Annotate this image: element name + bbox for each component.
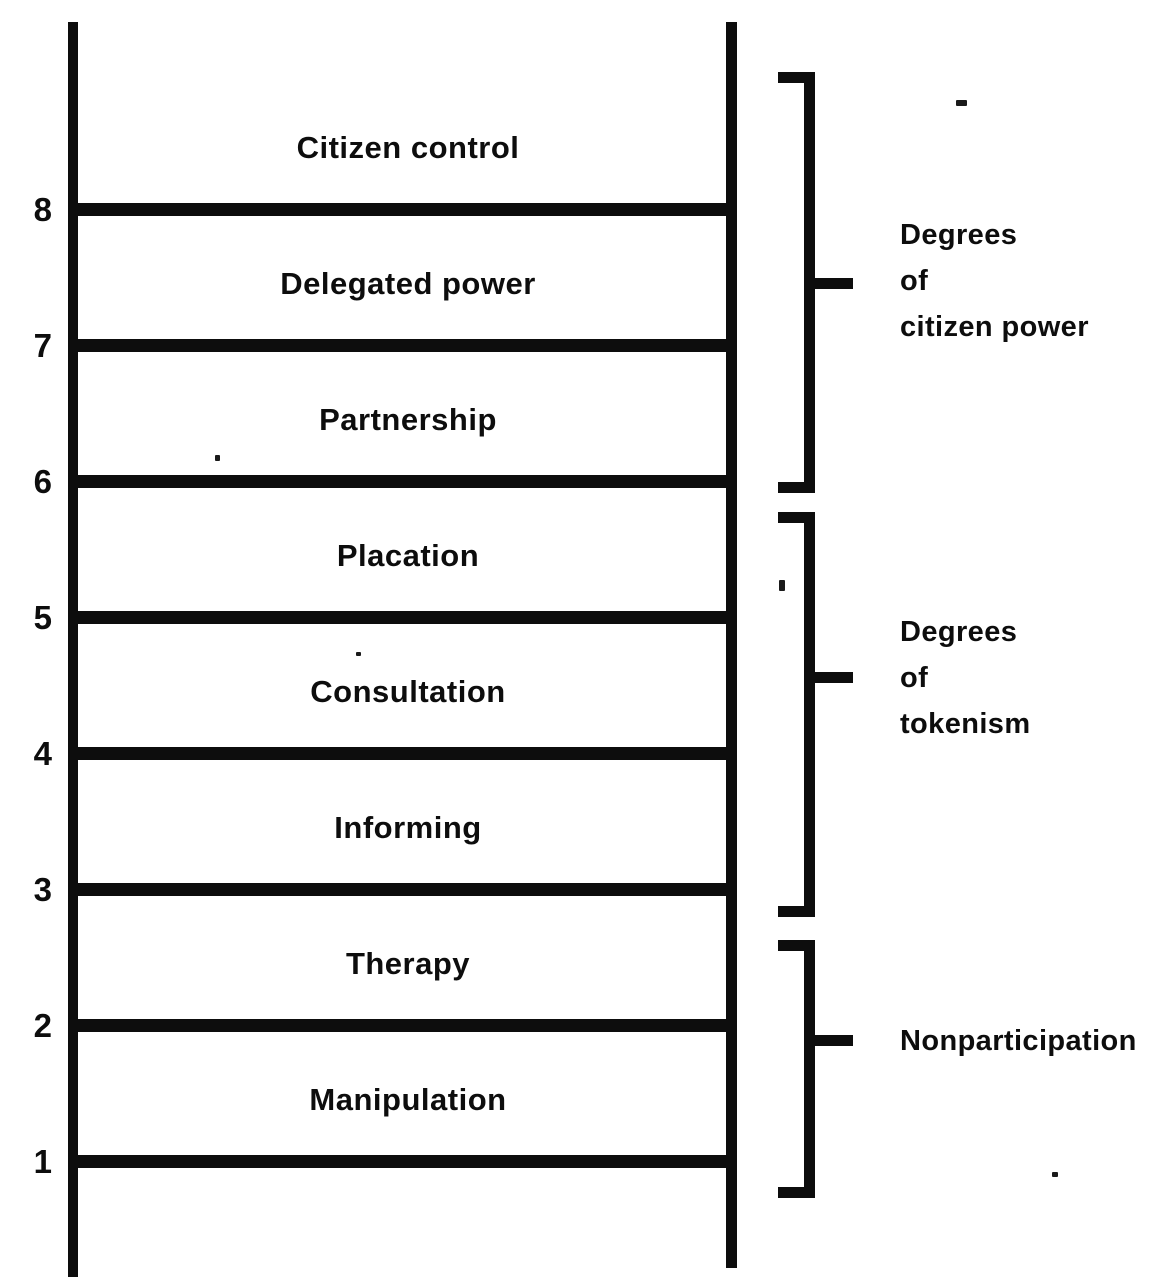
rung-line-2: [68, 1019, 737, 1032]
rung-line-7: [68, 339, 737, 352]
rung-line-5: [68, 611, 737, 624]
bracket-tick: [815, 672, 853, 683]
rung-number-8: 8: [33, 191, 52, 228]
bracket-vertical-bar: [804, 940, 815, 1198]
rung-number-5: 5: [33, 599, 52, 636]
bracket-top-hook: [778, 940, 815, 951]
rung-line-8: [68, 203, 737, 216]
scan-speck: [356, 652, 361, 656]
rung-number-6: 6: [33, 463, 52, 500]
rung-line-6: [68, 475, 737, 488]
bracket-label-citizen-power: Degrees of citizen power: [900, 212, 1160, 350]
bracket-vertical-bar: [804, 72, 815, 493]
scan-speck: [956, 100, 967, 106]
bracket-top-hook: [778, 512, 815, 523]
rung-number-2: 2: [33, 1007, 52, 1044]
bracket-label-line: Nonparticipation: [900, 1025, 1137, 1057]
bracket-vertical-bar: [804, 512, 815, 917]
rung-line-3: [68, 883, 737, 896]
rung-label-partnership: Partnership: [319, 402, 497, 437]
bracket-label-nonparticipation: Nonparticipation: [900, 1018, 1160, 1064]
bracket-bottom-hook: [778, 482, 815, 493]
rung-label-consultation: Consultation: [310, 674, 506, 709]
bracket-label-tokenism: Degrees of tokenism: [900, 609, 1160, 747]
rung-number-7: 7: [33, 327, 52, 364]
bracket-tick: [815, 1035, 853, 1046]
rung-line-4: [68, 747, 737, 760]
bracket-citizen-power: [778, 72, 868, 493]
scan-speck: [1052, 1172, 1058, 1177]
bracket-label-line: tokenism: [900, 708, 1031, 740]
ladder-right-rail: [726, 22, 737, 1268]
rung-number-3: 3: [33, 871, 52, 908]
rung-label-manipulation: Manipulation: [309, 1082, 507, 1117]
bracket-bottom-hook: [778, 906, 815, 917]
rung-line-1: [68, 1155, 737, 1168]
scan-speck: [779, 580, 785, 591]
bracket-top-hook: [778, 72, 815, 83]
rung-label-citizen-control: Citizen control: [296, 130, 520, 165]
scan-speck: [215, 455, 220, 461]
bracket-tick: [815, 278, 853, 289]
rung-number-1: 1: [33, 1143, 52, 1180]
ladder-left-rail: [68, 22, 78, 1277]
rung-label-delegated-power: Delegated power: [280, 266, 536, 301]
bracket-label-line: Degrees: [900, 616, 1018, 648]
bracket-tokenism: [778, 512, 868, 917]
rung-label-informing: Informing: [334, 810, 482, 845]
rung-label-placation: Placation: [336, 538, 480, 573]
bracket-bottom-hook: [778, 1187, 815, 1198]
rung-label-therapy: Therapy: [345, 946, 471, 981]
bracket-label-line: citizen power: [900, 311, 1089, 343]
rung-number-4: 4: [33, 735, 52, 772]
bracket-label-line: Degrees: [900, 219, 1018, 251]
bracket-nonparticipation: [778, 940, 868, 1198]
bracket-label-line: of: [900, 662, 929, 694]
bracket-label-line: of: [900, 265, 929, 297]
